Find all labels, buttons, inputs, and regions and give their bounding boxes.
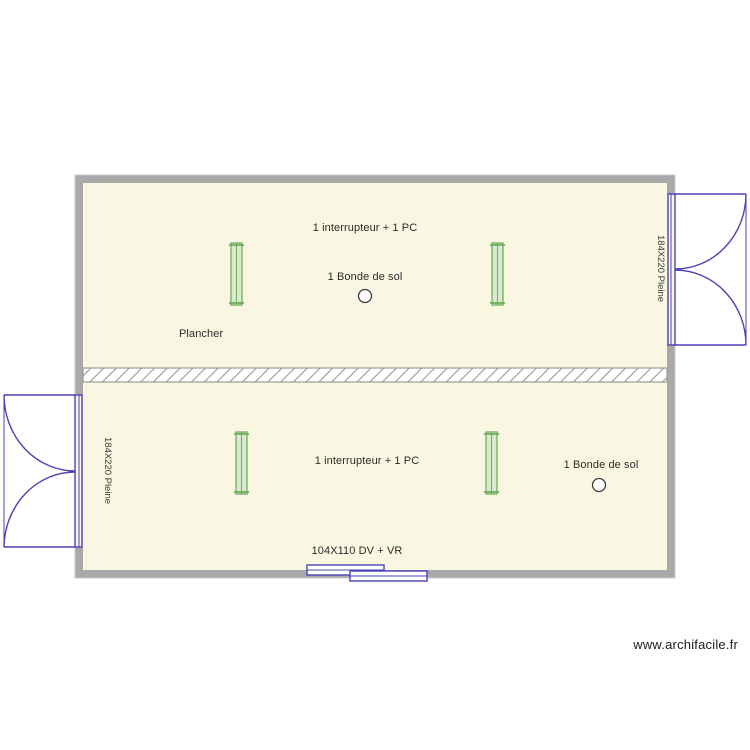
- door-left[interactable]: [3, 394, 83, 548]
- floor-drain-label-lower: 1 Bonde de sol: [563, 459, 639, 471]
- radiator-lower-left[interactable]: [234, 431, 249, 495]
- room-fills: [83, 183, 667, 570]
- door-right-swing-arc-lower: [674, 269, 747, 346]
- door-left-swing-arc-lower: [3, 471, 76, 548]
- door-right-swing-arc-upper: [674, 193, 747, 270]
- floor-drain-label-upper: 1 Bonde de sol: [327, 271, 403, 283]
- floor-drain-upper-icon[interactable]: [357, 288, 373, 304]
- interior-partition-wall[interactable]: [82, 367, 668, 383]
- radiator-lower-right[interactable]: [484, 431, 499, 495]
- partition-hatch-fill: [83, 368, 667, 382]
- door-left-label: 184X220 Pleine: [102, 437, 113, 505]
- partition-outline: [82, 367, 668, 383]
- radiator-upper-left[interactable]: [229, 242, 244, 306]
- door-right-label: 184X220 Pleine: [655, 235, 666, 303]
- door-left-swing-arc-upper: [3, 394, 76, 472]
- window-bottom-label: 104X110 DV + VR: [311, 545, 403, 557]
- switch-outlet-label-lower: 1 interrupteur + 1 PC: [314, 455, 420, 467]
- door-right[interactable]: [667, 193, 747, 346]
- lower-room-floor[interactable]: [83, 382, 667, 570]
- floor-type-label: Plancher: [179, 328, 224, 340]
- floor-drain-lower-icon[interactable]: [591, 477, 607, 493]
- site-watermark: www.archifacile.fr: [633, 637, 738, 652]
- radiator-upper-right[interactable]: [490, 242, 505, 306]
- switch-outlet-label-upper: 1 interrupteur + 1 PC: [312, 222, 418, 234]
- window-bottom[interactable]: [306, 564, 428, 582]
- upper-room-floor[interactable]: [83, 183, 667, 368]
